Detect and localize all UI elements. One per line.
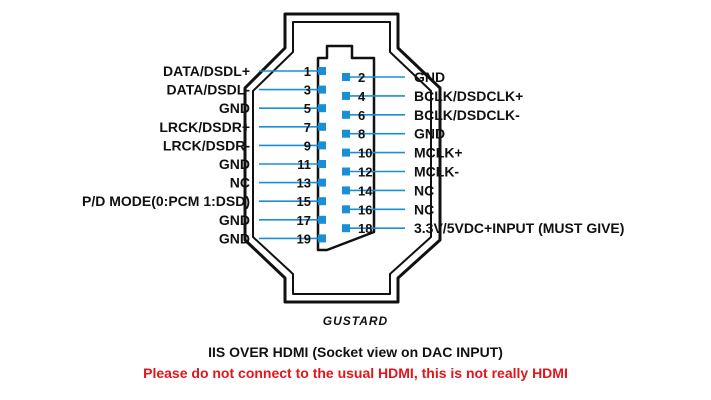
left-pin-label: GND (219, 212, 250, 228)
left-pin-number: 15 (297, 194, 311, 209)
pins-layer: 1DATA/DSDL+3DATA/DSDL-5GND7LRCK/DSDR+9LR… (82, 63, 624, 246)
connector-pin-tongue (316, 44, 376, 252)
right-pin-number: 2 (358, 70, 365, 85)
left-pin-number: 9 (304, 138, 311, 153)
left-pin-label: P/D MODE(0:PCM 1:DSD) (82, 193, 250, 209)
warning-text: Please do not connect to the usual HDMI,… (143, 365, 568, 381)
left-pin-label: NC (230, 175, 250, 191)
right-pin-label: GND (414, 69, 445, 85)
right-pin-contact (342, 205, 350, 214)
right-pin-label: MCLK- (414, 164, 459, 180)
left-pin-label: GND (219, 100, 250, 116)
right-pin-label: 3.3V/5VDC+INPUT (MUST GIVE) (414, 220, 624, 236)
right-pin-label: NC (414, 201, 434, 217)
left-pin-number: 3 (304, 83, 311, 98)
right-pin-number: 4 (358, 89, 366, 104)
connector-inner-shell (252, 21, 432, 295)
right-pin-contact (342, 129, 350, 138)
left-pin-contact (318, 215, 326, 224)
left-pin-label: LRCK/DSDR- (163, 137, 250, 153)
left-pin-contact (318, 234, 326, 243)
left-pin-contact (318, 104, 326, 113)
right-pin-contact (342, 224, 350, 233)
left-pin-contact (318, 85, 326, 94)
left-pin-number: 7 (304, 120, 311, 135)
left-pin-contact (318, 141, 326, 150)
right-pin-label: BCLK/DSDCLK+ (414, 88, 523, 104)
right-pin-number: 18 (358, 221, 372, 236)
left-pin-label: DATA/DSDL- (167, 82, 251, 98)
right-pin-label: BCLK/DSDCLK- (414, 107, 520, 123)
right-pin-number: 10 (358, 146, 372, 161)
left-pin-contact (318, 178, 326, 187)
right-pin-contact (342, 167, 350, 176)
left-pin-label: GND (219, 230, 250, 246)
left-pin-label: DATA/DSDL+ (163, 63, 250, 79)
right-pin-label: NC (414, 182, 434, 198)
brand-logo: GUSTARD (322, 314, 389, 328)
right-pin-number: 12 (358, 165, 372, 180)
left-pin-number: 5 (304, 101, 311, 116)
left-pin-number: 13 (297, 176, 311, 191)
right-pin-contact (342, 148, 350, 157)
left-pin-contact (318, 160, 326, 168)
left-pin-number: 17 (297, 213, 311, 228)
left-pin-contact (318, 67, 326, 75)
right-pin-label: GND (414, 126, 445, 142)
right-pin-contact (342, 91, 350, 100)
diagram-title: IIS OVER HDMI (Socket view on DAC INPUT) (208, 344, 503, 360)
right-pin-label: MCLK+ (414, 145, 463, 161)
left-pin-label: GND (219, 156, 250, 172)
right-pin-contact (342, 110, 350, 119)
right-pin-number: 14 (358, 183, 373, 198)
right-pin-contact (342, 186, 350, 195)
right-pin-number: 8 (358, 127, 365, 142)
left-pin-contact (318, 197, 326, 206)
right-pin-number: 16 (358, 202, 372, 217)
left-pin-number: 1 (304, 64, 311, 79)
left-pin-number: 19 (297, 231, 311, 246)
right-pin-contact (342, 73, 350, 81)
left-pin-number: 11 (297, 157, 311, 172)
left-pin-label: LRCK/DSDR+ (159, 119, 250, 135)
left-pin-contact (318, 122, 326, 131)
right-pin-number: 6 (358, 108, 365, 123)
